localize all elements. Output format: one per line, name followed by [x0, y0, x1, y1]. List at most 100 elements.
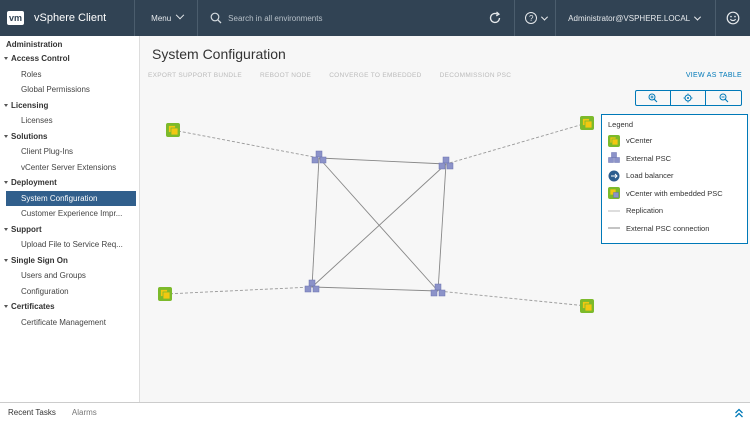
caret-down-icon [4, 103, 8, 107]
sidebar-item-users-and-groups[interactable]: Users and Groups [21, 271, 86, 281]
legend-row-load-balancer: Load balancer [608, 167, 741, 185]
sidebar-group-single-sign-on[interactable]: Single Sign On [0, 253, 139, 269]
main-content: System Configuration EXPORT SUPPORT BUND… [140, 36, 750, 402]
fit-to-screen-button[interactable] [671, 91, 706, 105]
caret-down-icon [4, 134, 8, 138]
sidebar-item-upload-file[interactable]: Upload File to Service Req... [21, 240, 123, 250]
sidebar-group-licensing[interactable]: Licensing [0, 98, 139, 114]
sidebar-item-customer-experience[interactable]: Customer Experience Impr... [21, 209, 123, 219]
decommission-psc-button[interactable]: DECOMMISSION PSC [439, 72, 512, 79]
sidebar-group-label: Deployment [11, 178, 57, 188]
caret-down-icon [4, 57, 8, 61]
legend-row-psc-connection: External PSC connection [608, 220, 741, 238]
caret-down-icon [4, 181, 8, 185]
zoom-in-button[interactable] [636, 91, 671, 105]
chevron-down-icon [694, 13, 702, 21]
reboot-node-button[interactable]: REBOOT NODE [259, 72, 312, 79]
legend-label: Replication [626, 206, 664, 216]
legend-row-vcenter-embedded: vCenter with embedded PSC [608, 185, 741, 203]
header-divider [134, 0, 136, 36]
sidebar-item-vcenter-server-extensions[interactable]: vCenter Server Extensions [21, 162, 117, 172]
sidebar-item-configuration[interactable]: Configuration [21, 286, 69, 296]
vcenter-node[interactable] [580, 299, 594, 313]
tab-recent-tasks[interactable]: Recent Tasks [8, 408, 56, 417]
replication-link [164, 286, 313, 295]
load-balancer-icon [608, 170, 620, 182]
legend-row-vcenter: vCenter [608, 132, 741, 150]
psc-connection-line [608, 222, 620, 234]
action-bar: EXPORT SUPPORT BUNDLE REBOOT NODE CONVER… [148, 72, 529, 79]
export-support-bundle-button[interactable]: EXPORT SUPPORT BUNDLE [148, 72, 242, 79]
bottom-panel-bar: Recent Tasks Alarms [0, 402, 750, 422]
caret-down-icon [4, 227, 8, 231]
view-as-table-link[interactable]: VIEW AS TABLE [685, 72, 742, 79]
sidebar-group-access-control[interactable]: Access Control [0, 51, 139, 67]
sidebar-group-solutions[interactable]: Solutions [0, 129, 139, 145]
chevron-down-icon [175, 10, 185, 20]
sidebar-item-certificate-management[interactable]: Certificate Management [21, 317, 106, 327]
psc-connection [318, 157, 447, 165]
external-psc-node[interactable] [438, 156, 454, 170]
sidebar-item-client-plugins[interactable]: Client Plug-Ins [21, 147, 74, 157]
smiley-icon [726, 11, 740, 25]
app-title[interactable]: vSphere Client [34, 12, 107, 24]
vcenter-node[interactable] [580, 116, 594, 130]
sidebar-group-support[interactable]: Support [0, 222, 139, 238]
menu-button[interactable]: Menu [135, 0, 197, 36]
sidebar-group-deployment[interactable]: Deployment [0, 175, 139, 191]
psc-connection [437, 163, 447, 292]
topology-legend: Legend vCenter External PSC Load balance… [601, 114, 748, 244]
sidebar-group-label: Single Sign On [11, 255, 68, 265]
vcenter-embedded-icon [608, 187, 620, 200]
replication-link [172, 129, 320, 159]
legend-title: Legend [608, 120, 634, 129]
search-input[interactable]: Search in all environments [198, 0, 480, 36]
help-menu-button[interactable]: ? [515, 0, 555, 36]
vmware-logo[interactable]: vm [7, 11, 24, 25]
user-menu-button[interactable]: Administrator@VSPHERE.LOCAL [556, 0, 708, 36]
zoom-out-icon [719, 93, 728, 103]
external-psc-icon [608, 152, 620, 164]
top-header: vm vSphere Client Menu Search in all env… [0, 0, 750, 36]
converge-to-embedded-button[interactable]: CONVERGE TO EMBEDDED [329, 72, 422, 79]
expand-panel-icon[interactable] [734, 407, 744, 419]
legend-label: External PSC [626, 153, 672, 163]
search-placeholder: Search in all environments [228, 13, 323, 23]
external-psc-node[interactable] [311, 150, 327, 164]
page-title: System Configuration [152, 46, 286, 62]
zoom-controls [635, 90, 742, 106]
sidebar-item-system-configuration[interactable]: System Configuration [6, 190, 136, 206]
sidebar-group-label: Certificates [11, 302, 55, 312]
legend-label: vCenter [626, 136, 653, 146]
external-psc-node[interactable] [304, 279, 320, 293]
sidebar-group-label: Licensing [11, 100, 49, 110]
legend-label: vCenter with embedded PSC [626, 188, 723, 198]
psc-connection [311, 157, 320, 288]
caret-down-icon [4, 258, 8, 262]
external-psc-node[interactable] [430, 283, 446, 297]
psc-connection [311, 286, 439, 292]
legend-row-replication: Replication [608, 202, 741, 220]
psc-connection [311, 163, 447, 288]
zoom-out-button[interactable] [706, 91, 741, 105]
vcenter-node[interactable] [166, 123, 180, 137]
sidebar-group-label: Solutions [11, 131, 48, 141]
header-divider [514, 0, 516, 36]
sidebar-item-roles[interactable]: Roles [21, 69, 42, 79]
vcenter-node[interactable] [158, 287, 172, 301]
legend-row-external-psc: External PSC [608, 150, 741, 168]
refresh-button[interactable] [480, 0, 510, 36]
sidebar-group-label: Access Control [11, 54, 70, 64]
replication-link [445, 122, 588, 165]
help-icon: ? [525, 12, 538, 24]
sidebar-item-global-permissions[interactable]: Global Permissions [21, 85, 90, 95]
sidebar-group-certificates[interactable]: Certificates [0, 299, 139, 315]
sidebar-heading: Administration [6, 40, 63, 49]
topology-diagram[interactable] [140, 36, 600, 402]
sidebar-item-licenses[interactable]: Licenses [21, 116, 53, 126]
tab-alarms[interactable]: Alarms [71, 408, 97, 417]
header-divider [555, 0, 557, 36]
feedback-button[interactable] [716, 0, 750, 36]
header-divider [715, 0, 716, 36]
zoom-in-icon [648, 93, 658, 103]
